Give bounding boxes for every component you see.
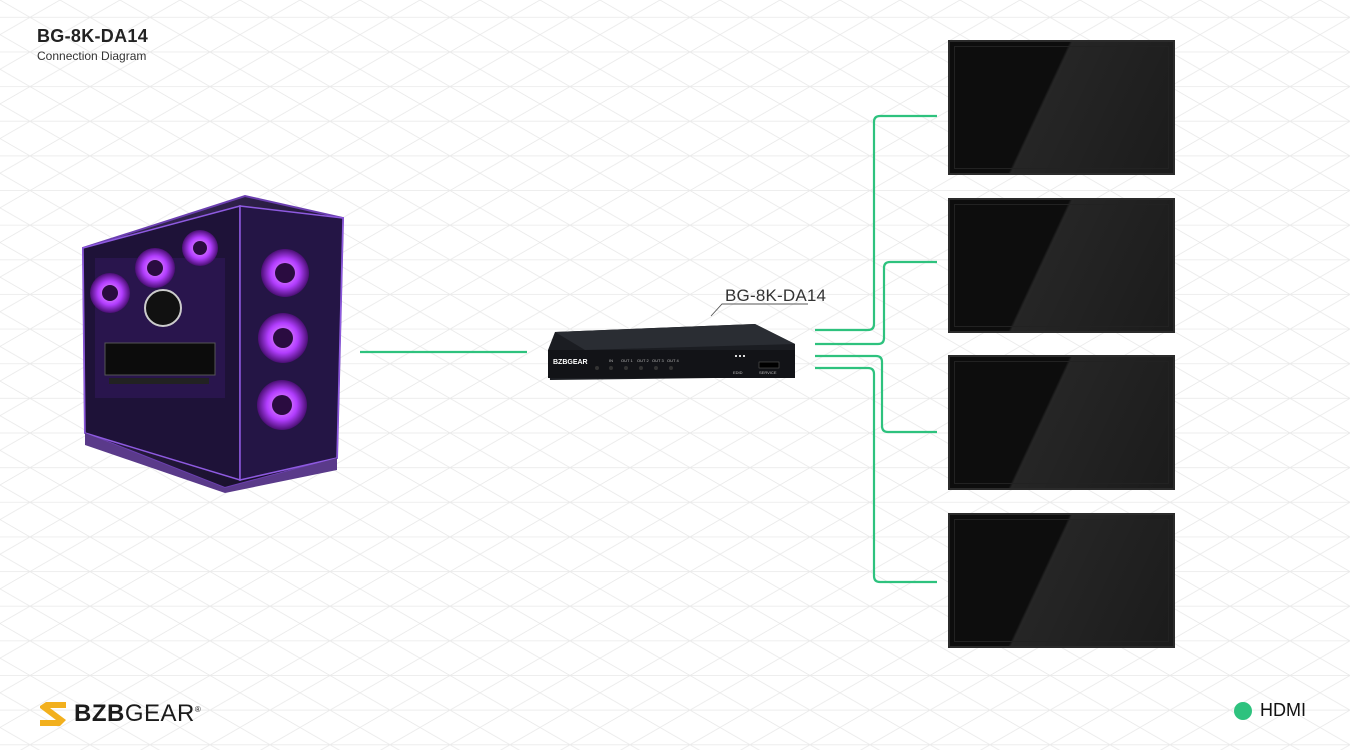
monitor-3 [948,355,1175,490]
monitor-1 [948,40,1175,175]
splitter-port-label: OUT 2 [637,358,649,363]
splitter-model-label: BG-8K-DA14 [725,286,827,305]
splitter-brand: BZBGEAR [553,359,588,366]
monitor-4 [948,513,1175,648]
gaming-pc-icon [81,194,345,493]
bzbgear-logo: BZBGEAR® [38,699,201,729]
hdmi-line-out-4 [815,366,937,584]
logo-text: BZBGEAR® [74,700,202,727]
hdmi-line-out-2 [815,260,937,346]
splitter-port-label: OUT 4 [667,358,679,363]
hdmi-line-out-1 [815,114,937,332]
splitter-device: BZBGEAR IN OUT 1 OUT 2 OUT 3 OUT 4 EDID … [548,324,795,380]
monitor-2 [948,198,1175,333]
bzbgear-logo-mark-icon [40,702,66,726]
splitter-port-label: IN [609,358,613,363]
splitter-port-label: OUT 1 [621,358,633,363]
splitter-port-label: OUT 3 [652,358,664,363]
hdmi-legend-label: HDMI [1260,700,1306,720]
hdmi-legend-swatch [1234,701,1252,720]
hdmi-line-out-3 [815,354,937,434]
splitter-edid-label: EDID [733,370,743,375]
splitter-service-label: SERVICE [759,370,777,375]
page-subtitle: Connection Diagram [37,49,147,63]
legend: HDMI [1234,700,1306,721]
device-label-leader [710,303,808,317]
page-title: BG-8K-DA14 [37,26,149,46]
